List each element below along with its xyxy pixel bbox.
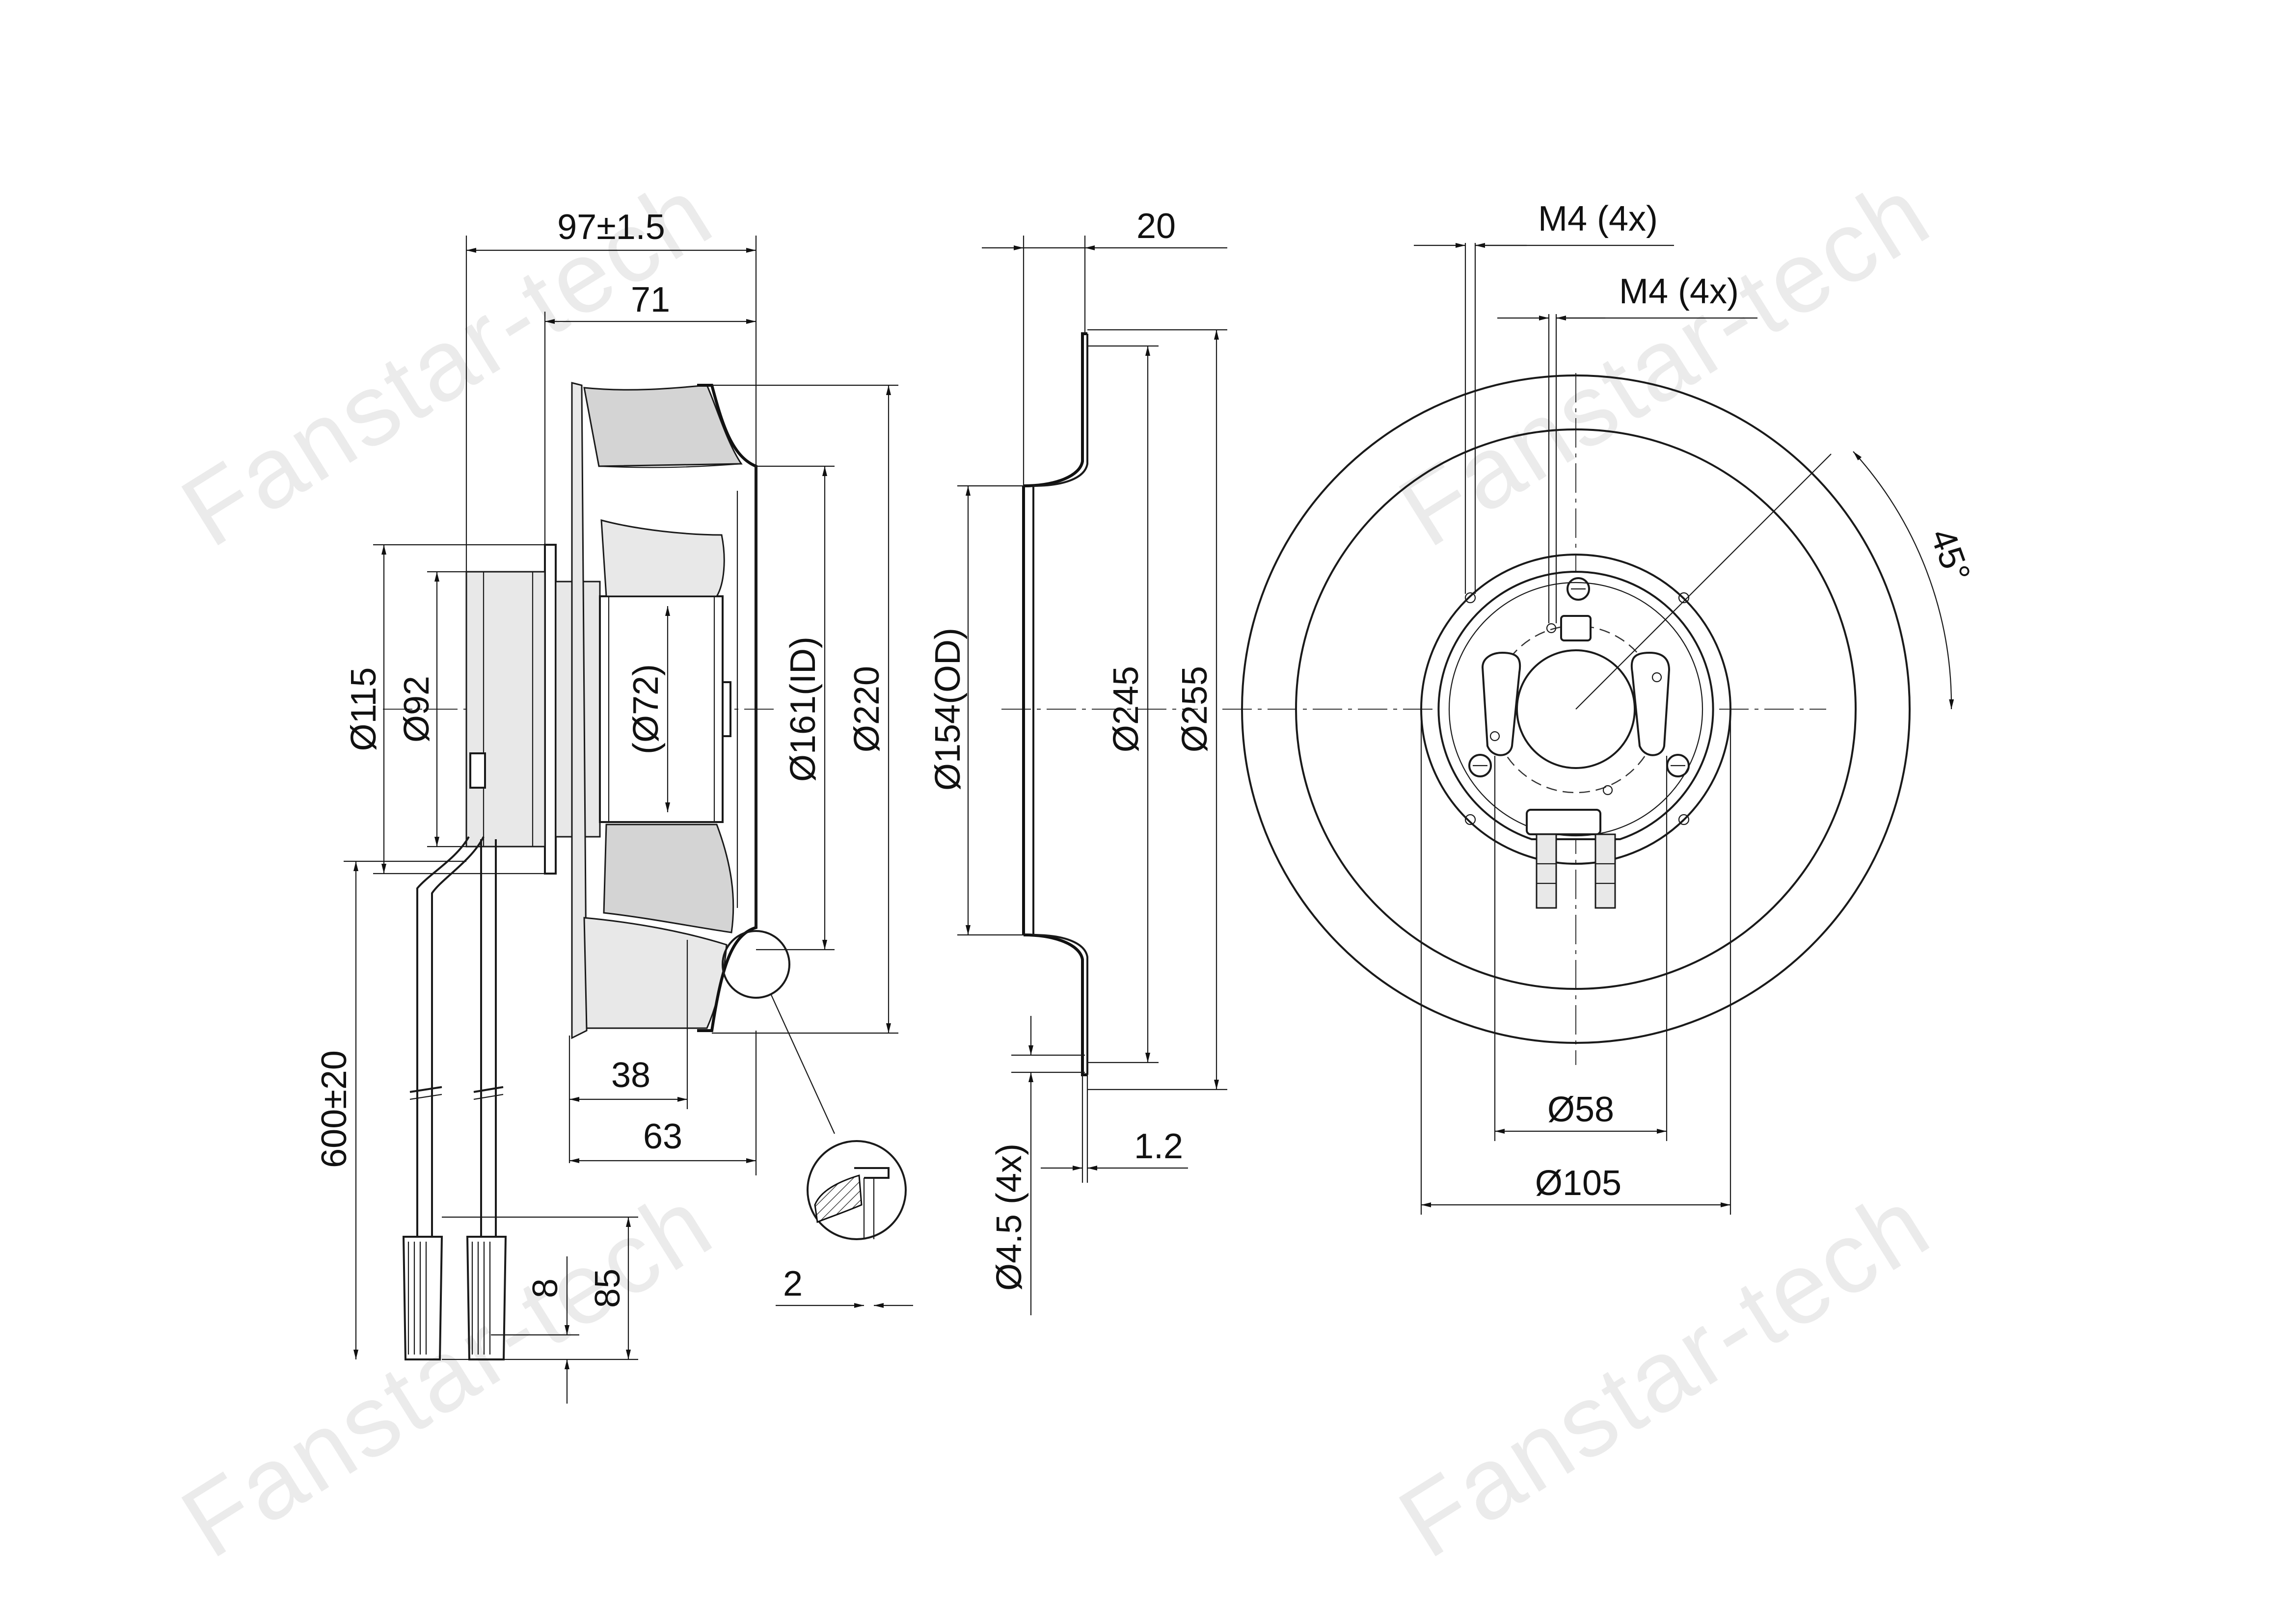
dim-thread-inner: M4 (4x) xyxy=(1619,272,1739,311)
dim-dia-72: (Ø72) xyxy=(626,664,666,754)
dim-dia-255: Ø255 xyxy=(1175,666,1215,752)
dim-dia-245: Ø245 xyxy=(1107,666,1146,752)
ring-220 xyxy=(1295,428,1857,990)
motor-housing xyxy=(465,571,546,848)
dim-thickness: 1.2 xyxy=(1134,1127,1183,1166)
cable-bundle xyxy=(402,836,507,1360)
slot-left xyxy=(1481,651,1521,756)
label-box xyxy=(1560,615,1592,641)
side-view: 97±1.5 71 38 63 Ø115 Ø92 (Ø72) Ø161(ID) xyxy=(315,208,913,1404)
dim-inlet-38: 38 xyxy=(611,1056,650,1095)
dim-holes: Ø4.5 (4x) xyxy=(990,1143,1029,1291)
detail-circle xyxy=(722,930,790,999)
dim-thread-outer: M4 (4x) xyxy=(1538,199,1658,239)
dim-cable-length: 600±20 xyxy=(315,1050,354,1168)
detail-view xyxy=(807,1140,907,1240)
dim-dia-58: Ø58 xyxy=(1547,1090,1614,1129)
dim-length-71: 71 xyxy=(631,280,670,319)
dim-dia-115: Ø115 xyxy=(344,667,383,751)
impeller-blade-upper xyxy=(583,384,743,467)
screws xyxy=(1464,577,1690,825)
dim-dia-154: Ø154(OD) xyxy=(928,628,968,791)
connector-box xyxy=(469,752,486,789)
slot-right xyxy=(1630,651,1671,756)
dim-overall-length: 97±1.5 xyxy=(557,208,665,247)
impeller-backplate xyxy=(571,382,588,1039)
dim-strip-85: 85 xyxy=(588,1269,627,1308)
dim-depth-20: 20 xyxy=(1136,207,1176,246)
impeller-blade-lower xyxy=(603,824,734,933)
watermark-3: Fanstar-tech xyxy=(163,1166,731,1579)
motor-flange xyxy=(544,544,557,875)
dim-depth-63: 63 xyxy=(643,1117,682,1156)
watermarks: Fanstar-tech Fanstar-tech Fanstar-tech F… xyxy=(163,155,1949,1579)
dim-detail-2: 2 xyxy=(783,1264,803,1303)
dim-dia-105: Ø105 xyxy=(1535,1164,1621,1203)
hub-58 xyxy=(1516,649,1636,769)
impeller-blade-inner-upper xyxy=(600,519,725,597)
dim-angle: 45° xyxy=(1922,524,1977,587)
motor-base-plate xyxy=(1437,570,1714,840)
outer-ring-255 xyxy=(1241,374,1911,1044)
dim-strip-8: 8 xyxy=(526,1278,565,1298)
dim-dia-161: Ø161(ID) xyxy=(783,637,823,782)
section-view: 20 Ø154(OD) Ø245 Ø255 Ø4.5 (4x) 1.2 xyxy=(928,207,1227,1315)
watermark-4: Fanstar-tech xyxy=(1380,1166,1949,1579)
dim-dia-92: Ø92 xyxy=(397,676,436,743)
cable-exits xyxy=(1526,809,1616,909)
impeller-blade-outer-lower xyxy=(583,917,728,1029)
dim-dia-220: Ø220 xyxy=(847,666,887,752)
